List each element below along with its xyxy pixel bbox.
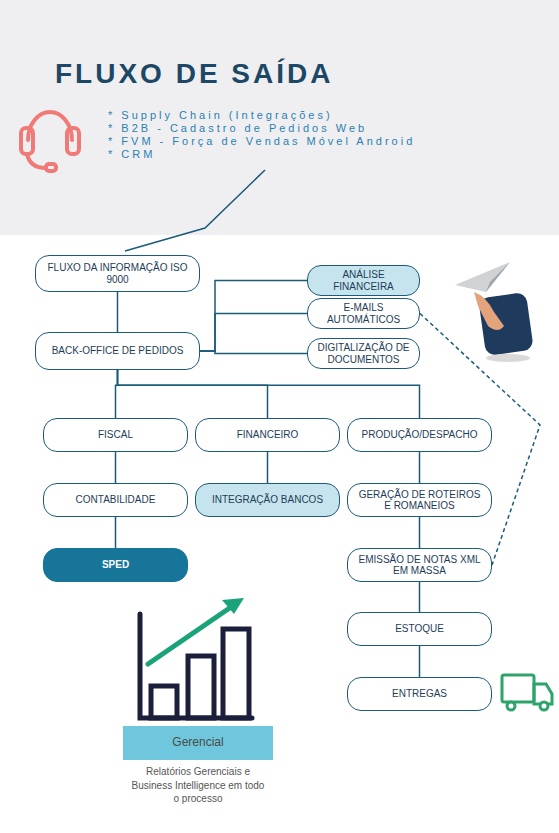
node-text: INTEGRAÇÃO BANCOS: [212, 494, 323, 506]
node-text: ENTREGAS: [392, 688, 447, 700]
node-text: EMISSÃO DE NOTAS XML EM MASSA: [355, 554, 484, 577]
bullet-item: * FVM - Força de Vendas Móvel Android: [108, 134, 548, 149]
bullet-item: * Supply Chain (Integrações): [108, 108, 548, 123]
node-text: BACK-OFFICE DE PEDIDOS: [52, 345, 184, 357]
connector-line: [117, 292, 119, 332]
node-text: SPED: [102, 559, 129, 571]
connector-line: [419, 646, 421, 677]
connector-line: [267, 452, 269, 483]
process-box: CONTABILIDADE: [43, 483, 188, 517]
node-text: ANÁLISE FINANCEIRA: [315, 269, 412, 292]
node-text: GERAÇÃO DE ROTEIROS E ROMANEIOS: [355, 489, 484, 512]
header-band: [0, 0, 559, 235]
node-text: ESTOQUE: [395, 623, 444, 635]
node-text: FINANCEIRO: [237, 429, 299, 441]
node-text: Gerencial: [172, 736, 223, 750]
node-text: PRODUÇÃO/DESPACHO: [362, 429, 478, 441]
headset-icon: [21, 112, 79, 171]
leader-line: [125, 170, 265, 251]
process-box: ENTREGAS: [347, 677, 492, 711]
node-text: CONTABILIDADE: [76, 494, 156, 506]
process-box: FISCAL: [43, 418, 188, 452]
node-text: FLUXO DA INFORMAÇÃO ISO 9000: [43, 262, 192, 285]
diagram-title: FLUXO DE SAÍDA: [55, 58, 333, 90]
node-text: E-MAILS AUTOMÁTICOS: [315, 302, 412, 325]
connector-line: [419, 582, 421, 612]
connector-line: [419, 517, 421, 548]
bullet-item: * B2B - Cadastro de Pedidos Web: [108, 121, 548, 136]
connector-line: [200, 314, 307, 352]
paper-plane-icon: [455, 262, 534, 362]
process-box: ESTOQUE: [347, 612, 492, 646]
connector-line: [118, 370, 420, 418]
process-box: FLUXO DA INFORMAÇÃO ISO 9000: [35, 255, 200, 292]
truck-icon: [502, 675, 552, 710]
process-box: GERAÇÃO DE ROTEIROS E ROMANEIOS: [347, 483, 492, 517]
process-box: E-MAILS AUTOMÁTICOS: [307, 298, 420, 329]
process-box: EMISSÃO DE NOTAS XML EM MASSA: [347, 548, 492, 582]
bullet-item: * CRM: [108, 147, 548, 162]
connector-line: [118, 370, 268, 418]
process-box: ANÁLISE FINANCEIRA: [307, 265, 420, 296]
section-band: Gerencial: [123, 726, 273, 760]
caption-note: Relatórios Gerenciais e Business Intelli…: [128, 765, 268, 806]
node-text: FISCAL: [98, 429, 133, 441]
process-box: SPED: [43, 548, 188, 582]
connector-line: [115, 452, 117, 483]
connector-line: [115, 517, 117, 548]
connector-line: [200, 351, 307, 354]
process-box: PRODUÇÃO/DESPACHO: [347, 418, 492, 452]
connector-line: [200, 281, 307, 352]
process-box: DIGITALIZAÇÃO DE DOCUMENTOS: [307, 338, 420, 369]
node-text: DIGITALIZAÇÃO DE DOCUMENTOS: [315, 342, 412, 365]
process-box: BACK-OFFICE DE PEDIDOS: [35, 332, 200, 370]
connector-line: [419, 452, 421, 483]
bar-chart-icon: [140, 598, 252, 718]
process-box: FINANCEIRO: [195, 418, 340, 452]
process-box: INTEGRAÇÃO BANCOS: [195, 483, 340, 517]
